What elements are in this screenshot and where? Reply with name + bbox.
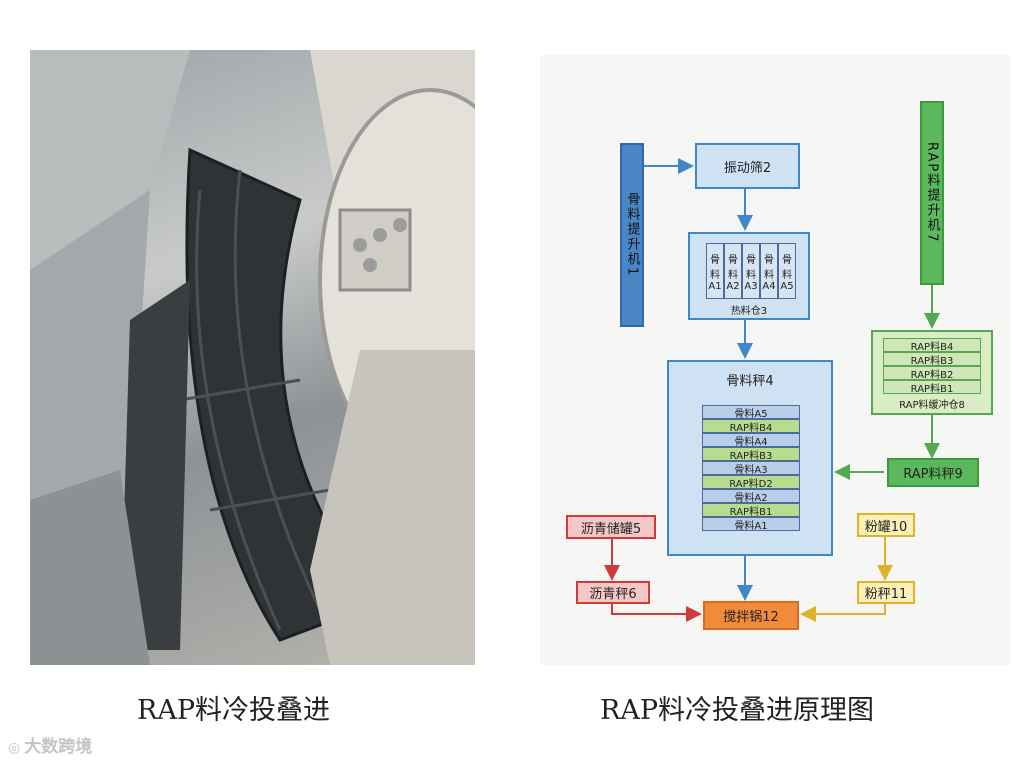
rap-flow-diagram: 骨料提升机1 振动筛2 骨料A1 骨料A2 骨料A3 骨料A4 骨料A5 热料仓… [540, 55, 1010, 665]
powder-scale-box: 粉秤11 [857, 581, 915, 604]
powder-scale-label: 粉秤11 [864, 587, 908, 602]
hot-bin-label: 热料仓3 [730, 306, 768, 317]
aggregate-scale-label: 骨料秤4 [726, 374, 774, 389]
powder-tank-label: 粉罐10 [864, 519, 908, 535]
rap-elevator-label: RAP料提升机7 [924, 142, 940, 244]
photo-illustration [30, 50, 475, 665]
rap-buffer-row: RAP料B1 [883, 380, 981, 395]
hot-bin-cell: 骨料A3 [742, 243, 760, 299]
rap-buffer-bin-box: RAP料B4 RAP料B3 RAP料B2 RAP料B1 RAP料缓冲仓8 [871, 330, 993, 415]
aggregate-scale-box: 骨料秤4 骨料A5 RAP料B4 骨料A4 RAP料B3 骨料A3 RAP料D2… [667, 360, 833, 556]
rap-scale-label: RAP料秤9 [903, 467, 963, 482]
hot-bin-box: 骨料A1 骨料A2 骨料A3 骨料A4 骨料A5 热料仓3 [688, 232, 810, 320]
asphalt-scale-box: 沥青秤6 [576, 581, 650, 604]
sohu-style-logo-icon: ◎ [8, 740, 21, 756]
rap-buffer-row: RAP料B2 [883, 366, 981, 381]
diagram-arrows [604, 158, 940, 622]
mixer-label: 搅拌锅12 [723, 610, 779, 625]
scale-layer: RAP料B3 [702, 447, 800, 462]
rap-buffer-label: RAP料缓冲仓8 [899, 400, 965, 411]
hot-bin-cell: 骨料A1 [706, 243, 724, 299]
rap-scale-box: RAP料秤9 [887, 458, 979, 487]
hot-bin-cell: 骨料A5 [778, 243, 796, 299]
diagram-caption: RAP料冷投叠进原理图 [600, 695, 874, 726]
mixer-box: 搅拌锅12 [703, 601, 799, 630]
asphalt-tank-box: 沥青储罐5 [566, 515, 656, 539]
scale-layer: RAP料D2 [702, 475, 800, 490]
scale-layer: 骨料A1 [702, 517, 800, 532]
hot-bin-cell: 骨料A4 [760, 243, 778, 299]
scale-layer: 骨料A5 [702, 405, 800, 420]
aggregate-elevator-label: 骨料提升机1 [624, 192, 640, 278]
aggregate-elevator-box: 骨料提升机1 [620, 143, 644, 327]
asphalt-tank-label: 沥青储罐5 [580, 521, 642, 537]
watermark: ◎大数跨境 [8, 732, 92, 757]
scale-layer: RAP料B1 [702, 503, 800, 518]
photo-caption: RAP料冷投叠进 [137, 695, 330, 726]
rap-buffer-row: RAP料B4 [883, 338, 981, 353]
rap-buffer-row: RAP料B3 [883, 352, 981, 367]
hot-bin-cell: 骨料A2 [724, 243, 742, 299]
scale-layer: RAP料B4 [702, 419, 800, 434]
arrow-asphaltscale-to-mixer [611, 603, 702, 622]
scale-layer: 骨料A3 [702, 461, 800, 476]
rap-cold-feed-photo [30, 50, 475, 665]
scale-layer: 骨料A4 [702, 433, 800, 448]
arrow-powderscale-to-mixer [800, 604, 886, 622]
vibrating-screen-box: 振动筛2 [695, 143, 800, 189]
watermark-text: 大数跨境 [24, 737, 93, 757]
rap-elevator-box: RAP料提升机7 [920, 101, 944, 285]
vibrating-screen-label: 振动筛2 [723, 160, 772, 176]
scale-layer: 骨料A2 [702, 489, 800, 504]
asphalt-scale-label: 沥青秤6 [589, 587, 637, 602]
powder-tank-box: 粉罐10 [857, 513, 915, 537]
